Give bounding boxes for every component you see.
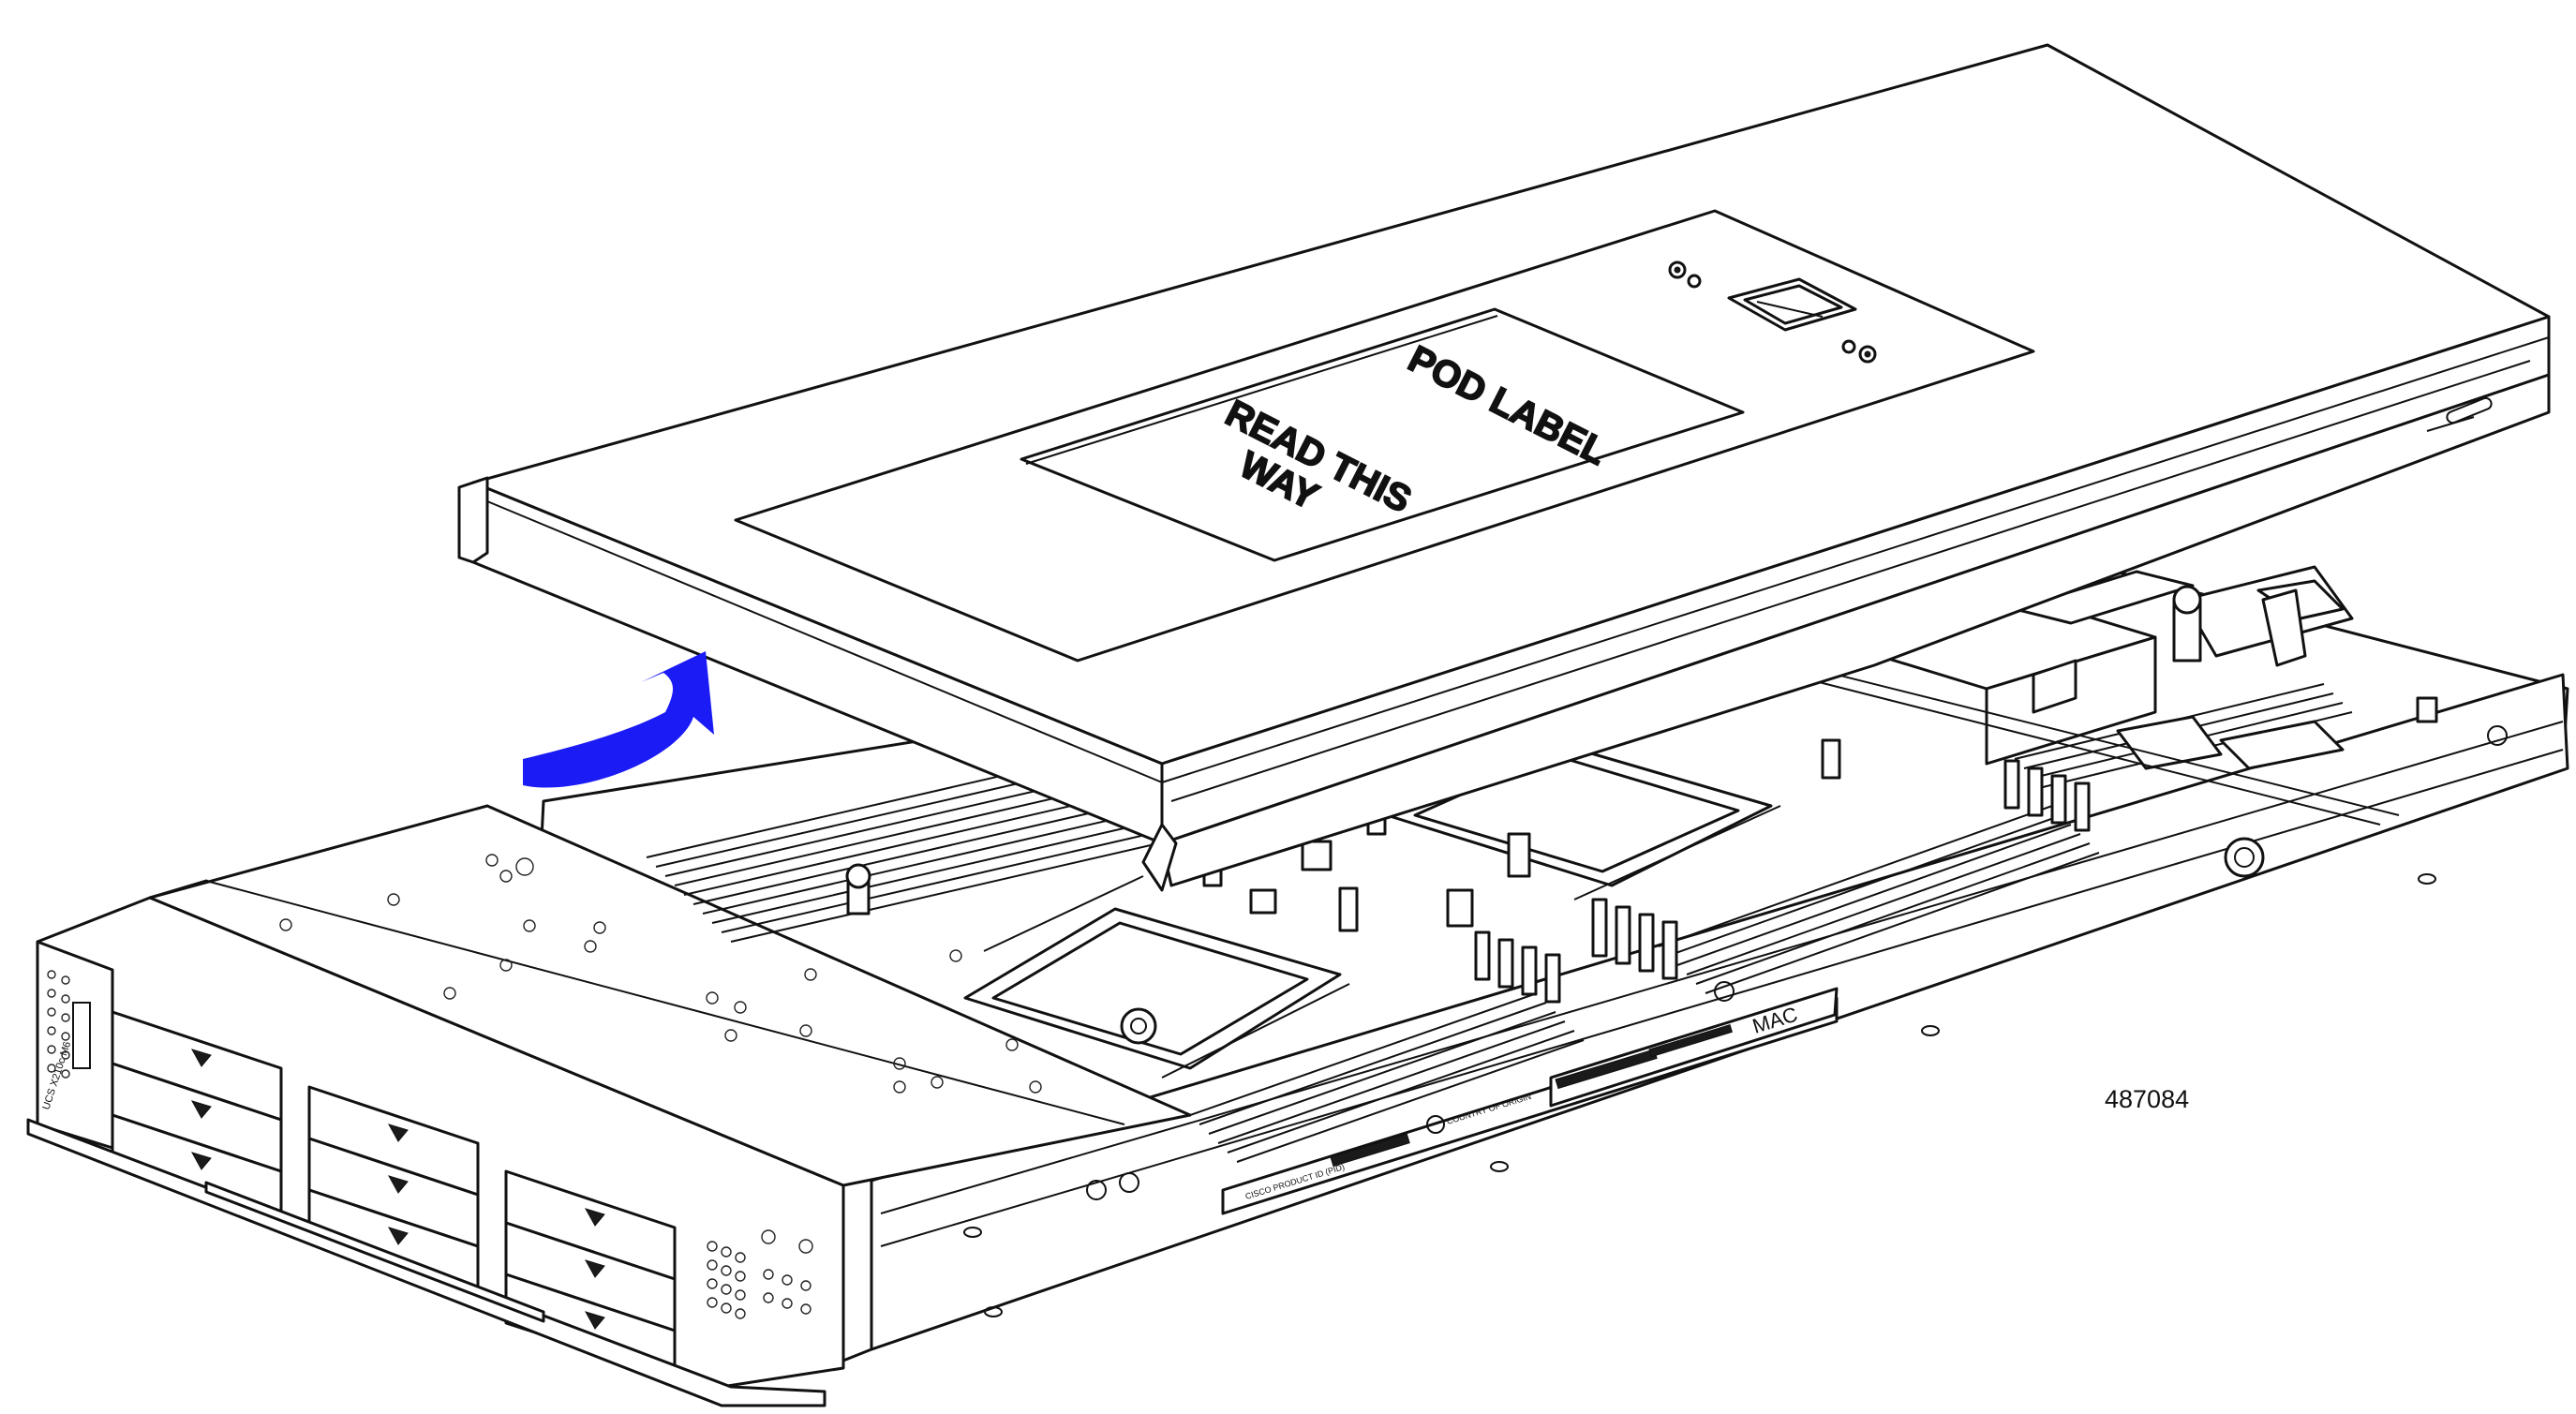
front-top-plate [148, 804, 1192, 1187]
figure-id: 487084 [2105, 1085, 2190, 1113]
chassis: MAC COUNTRY OF ORIGIN CISCO PRODUCT ID (… [26, 556, 2569, 1407]
drive-bays [111, 1010, 677, 1379]
cover-latch[interactable] [1727, 277, 1857, 332]
top-cover: POD LABEL READ THIS WAY [457, 43, 2551, 892]
curved-arrow-up-right-icon [523, 651, 714, 788]
cpu-socket-1 [963, 875, 1350, 1079]
pod-label-plate [1020, 307, 1745, 562]
